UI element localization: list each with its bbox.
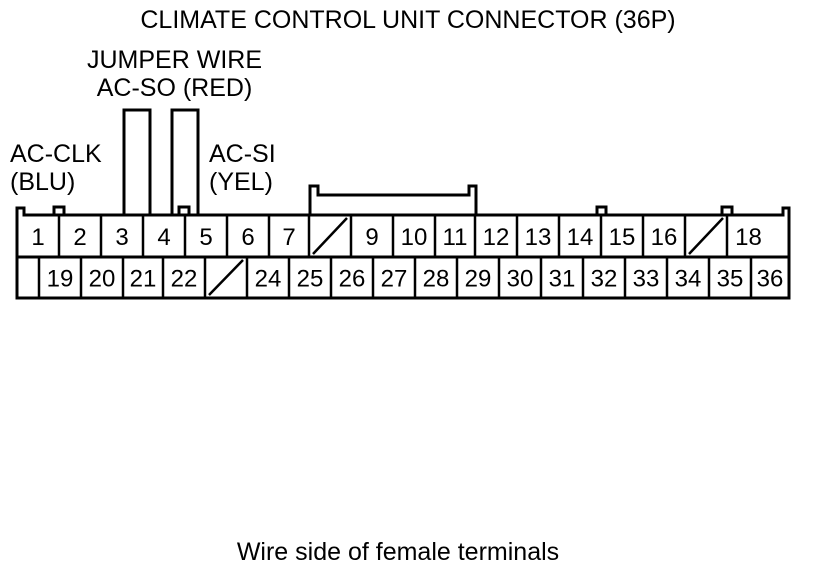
terminal-2: 2 xyxy=(73,224,86,251)
terminal-1: 1 xyxy=(31,224,44,251)
terminal-15: 15 xyxy=(609,224,636,251)
connector-title: CLIMATE CONTROL UNIT CONNECTOR (36P) xyxy=(140,6,676,34)
ac-si-label-line1: AC-SI xyxy=(209,140,276,168)
terminal-35: 35 xyxy=(717,266,744,293)
terminal-4: 4 xyxy=(157,224,170,251)
terminal-32: 32 xyxy=(591,266,618,293)
jumper-wire-label: JUMPER WIRE AC-SO (RED) xyxy=(72,46,277,102)
unused-terminal-slash xyxy=(312,217,348,255)
terminal-5: 5 xyxy=(199,224,212,251)
terminal-16: 16 xyxy=(651,224,678,251)
terminal-30: 30 xyxy=(507,266,534,293)
terminal-9: 9 xyxy=(365,224,378,251)
jumper-wire-label-line2: AC-SO (RED) xyxy=(96,74,253,102)
terminal-3: 3 xyxy=(115,224,128,251)
terminal-21: 21 xyxy=(130,266,157,293)
terminal-24: 24 xyxy=(255,266,282,293)
unused-terminal-slash xyxy=(208,259,244,296)
ac-si-label: AC-SI (YEL) xyxy=(209,140,276,196)
connector-housing xyxy=(15,206,791,300)
ac-si-label-line2: (YEL) xyxy=(209,168,273,196)
terminal-10: 10 xyxy=(401,224,428,251)
terminal-31: 31 xyxy=(549,266,576,293)
terminal-18: 18 xyxy=(735,224,762,251)
jumper-wire-label-line1: JUMPER WIRE xyxy=(87,46,262,74)
terminal-29: 29 xyxy=(465,266,492,293)
terminal-36: 36 xyxy=(757,266,784,293)
terminal-26: 26 xyxy=(339,266,366,293)
terminal-22: 22 xyxy=(171,266,198,293)
terminal-20: 20 xyxy=(89,266,116,293)
terminal-19: 19 xyxy=(47,266,74,293)
terminal-27: 27 xyxy=(381,266,408,293)
terminal-6: 6 xyxy=(241,224,254,251)
terminal-33: 33 xyxy=(633,266,660,293)
ac-clk-label-line2: (BLU) xyxy=(10,168,76,196)
terminal-25: 25 xyxy=(297,266,324,293)
terminal-13: 13 xyxy=(525,224,552,251)
jumper-wire-right-leg xyxy=(170,108,200,215)
terminal-7: 7 xyxy=(282,224,295,251)
terminal-28: 28 xyxy=(423,266,450,293)
terminal-11: 11 xyxy=(443,224,468,251)
connector-latch xyxy=(308,184,478,215)
jumper-wire-left-leg xyxy=(122,108,152,215)
terminal-34: 34 xyxy=(675,266,702,293)
terminal-12: 12 xyxy=(483,224,510,251)
ac-clk-label-line1: AC-CLK xyxy=(10,140,102,168)
terminal-14: 14 xyxy=(567,224,594,251)
ac-clk-label: AC-CLK (BLU) xyxy=(10,140,102,196)
unused-terminal-slash xyxy=(688,217,724,255)
diagram-caption: Wire side of female terminals xyxy=(236,538,560,566)
